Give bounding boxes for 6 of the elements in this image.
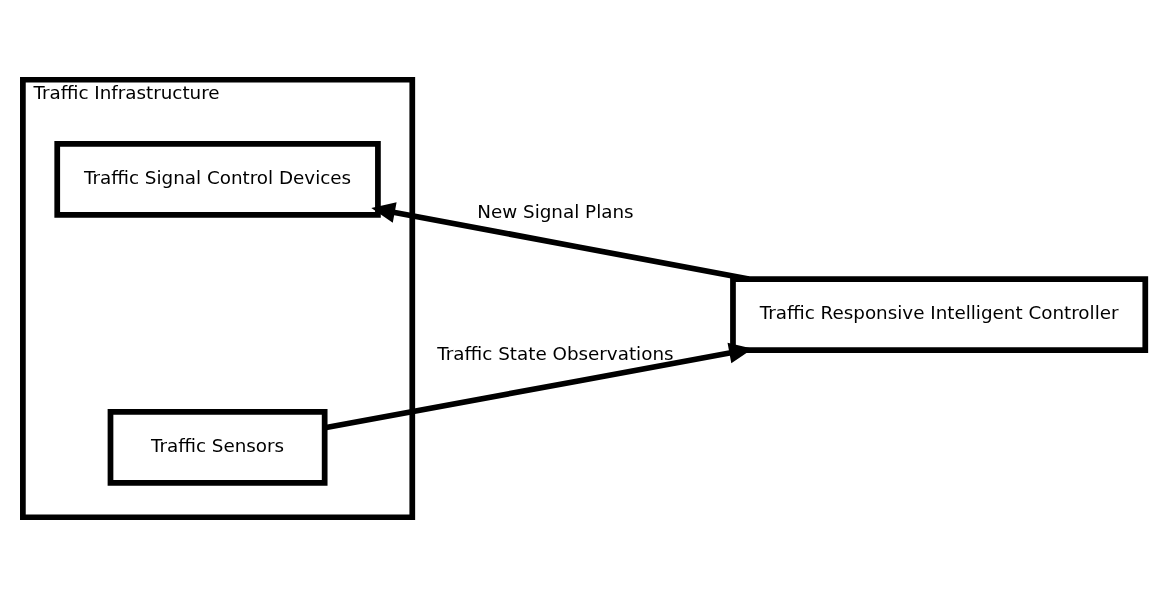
edge-label: New Signal Plans bbox=[477, 201, 634, 223]
node-box: Traffic Signal Control Devices bbox=[54, 141, 381, 218]
arrow bbox=[371, 202, 750, 282]
node-box: Traffic Responsive Intelligent Controller bbox=[730, 276, 1149, 353]
edge-label: Traffic State Observations bbox=[437, 343, 674, 365]
node-box: Traffic Sensors bbox=[107, 409, 328, 486]
